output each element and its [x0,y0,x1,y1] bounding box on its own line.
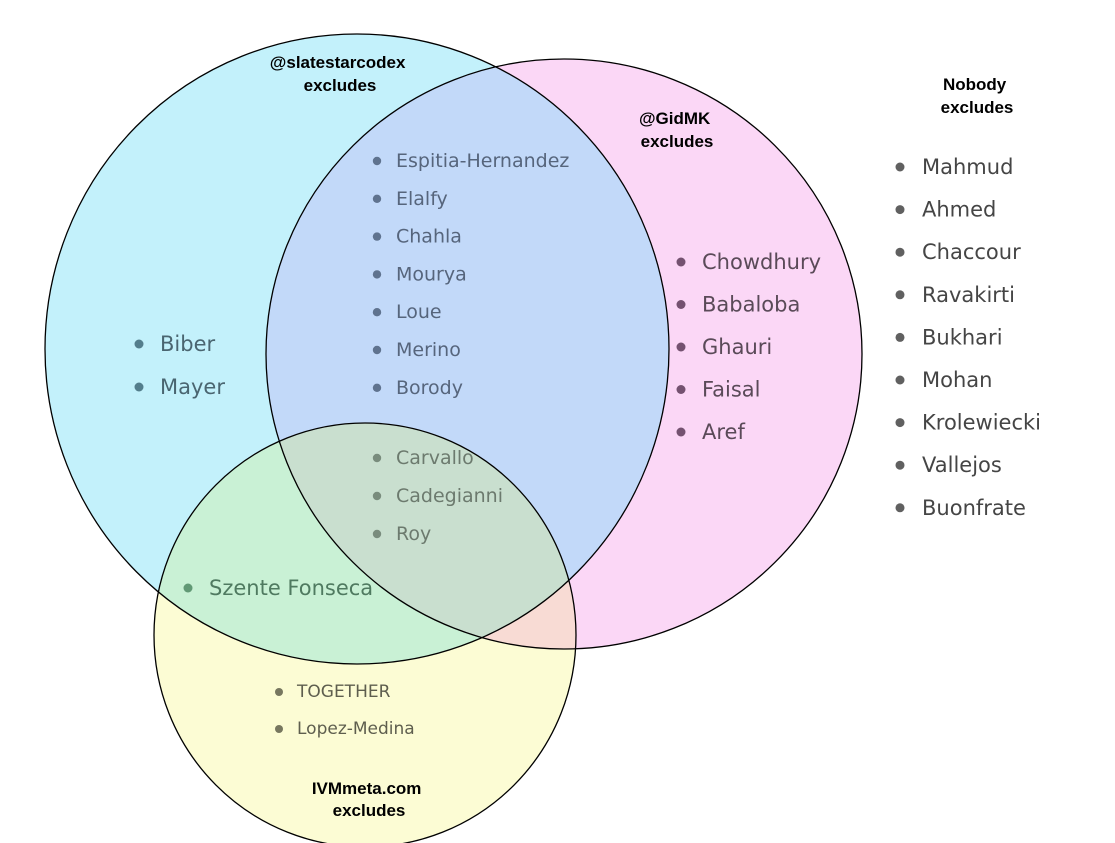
list-item: Krolewiecki [922,411,1041,435]
bullet-dot [895,503,905,513]
list-item: TOGETHER [296,682,391,702]
list-item: Chowdhury [702,250,821,274]
region-list-slatestarcodex-and-gidmk: Espitia-HernandezElalfyChahlaMouryaLoueM… [372,150,569,399]
nobody-title-line2: excludes [941,98,1014,117]
list-item: Bukhari [922,325,1003,349]
bullet-dot [372,345,382,355]
list-item: Chahla [396,226,462,248]
gidmk-outline [265,58,863,650]
list-item: Mohan [922,368,992,392]
list-item: Elalfy [396,188,448,210]
nobody-title: Nobody excludes [941,75,1014,117]
list-item: Ahmed [922,198,996,222]
list-item: Mourya [396,263,467,285]
bullet-dot [372,232,382,241]
all-three-overlap [266,423,576,649]
bullet-dot [895,205,905,215]
bullet-dot [275,725,283,733]
bullet-dot [676,342,686,352]
region-item-lists: BiberMayerEspitia-HernandezElalfyChahlaM… [134,150,1041,739]
bullet-dot [895,247,905,257]
bullet-dot [676,300,686,309]
region-list-ivmmeta-only: TOGETHER Lopez-Medina [275,682,415,739]
bullet-dot [183,583,193,593]
bullet-dot [895,162,905,172]
list-item: Lopez-Medina [297,719,415,739]
slatestarcodex-title: @slatestarcodex excludes [270,53,410,95]
bullet-dot [676,257,686,267]
list-item: Babaloba [702,293,800,317]
list-item: Borody [396,377,463,399]
ivmmeta-title-line1: IVMmeta.com [312,779,422,798]
bullet-dot [134,382,144,392]
bullet-dot [372,308,382,317]
list-item: Merino [396,339,461,361]
nobody-title-line1: Nobody [943,75,1007,94]
bullet-dot [372,491,382,501]
list-item: Cadegianni [396,485,503,507]
list-item: Aref [702,420,745,444]
gidmk-title: @GidMK excludes [639,109,715,151]
list-item: Mayer [160,375,225,399]
region-list-nobody: MahmudAhmedChaccourRavakirtiBukhariMohan… [895,155,1041,520]
bullet-dot [895,418,905,428]
bullet-dot [372,194,382,203]
slatestarcodex-title-line1: @slatestarcodex [270,53,406,72]
list-item: Biber [160,332,215,356]
list-item: Buonfrate [922,496,1026,520]
list-item: Mahmud [922,155,1013,179]
bullet-dot [372,156,382,166]
list-item: Szente Fonseca [209,576,373,600]
ivmmeta-outline [153,422,577,843]
ivmmeta-title-line2: excludes [333,801,406,820]
bullet-dot [372,453,382,463]
bullet-dot [676,427,686,437]
bullet-dot [372,383,382,392]
slatestarcodex-title-line2: excludes [304,76,377,95]
bullet-dot [895,375,905,385]
bullet-dot [372,529,382,539]
list-item: Carvallo [396,447,474,469]
bullet-dot [275,688,283,696]
list-item: Ghauri [702,335,772,359]
gidmk-title-line1: @GidMK [639,109,711,128]
bullet-dot [372,270,382,279]
bullet-dot [676,385,686,394]
list-item: Ravakirti [922,283,1015,307]
bullet-dot [895,332,905,342]
slatestarcodex-outline [44,33,670,665]
bullet-dot [895,460,905,470]
list-item: Chaccour [922,240,1021,264]
gidmk-title-line2: excludes [641,132,714,151]
list-item: Vallejos [922,453,1002,477]
region-list-slatestarcodex-and-ivmmeta: Szente Fonseca [183,576,373,600]
list-item: Espitia-Hernandez [396,150,569,172]
bullet-dot [134,339,144,349]
list-item: Roy [396,523,431,545]
bullet-dot [895,290,905,300]
list-item: Faisal [702,378,761,402]
ivmmeta-title: IVMmeta.com excludes [312,779,426,820]
list-item: Loue [396,301,442,323]
